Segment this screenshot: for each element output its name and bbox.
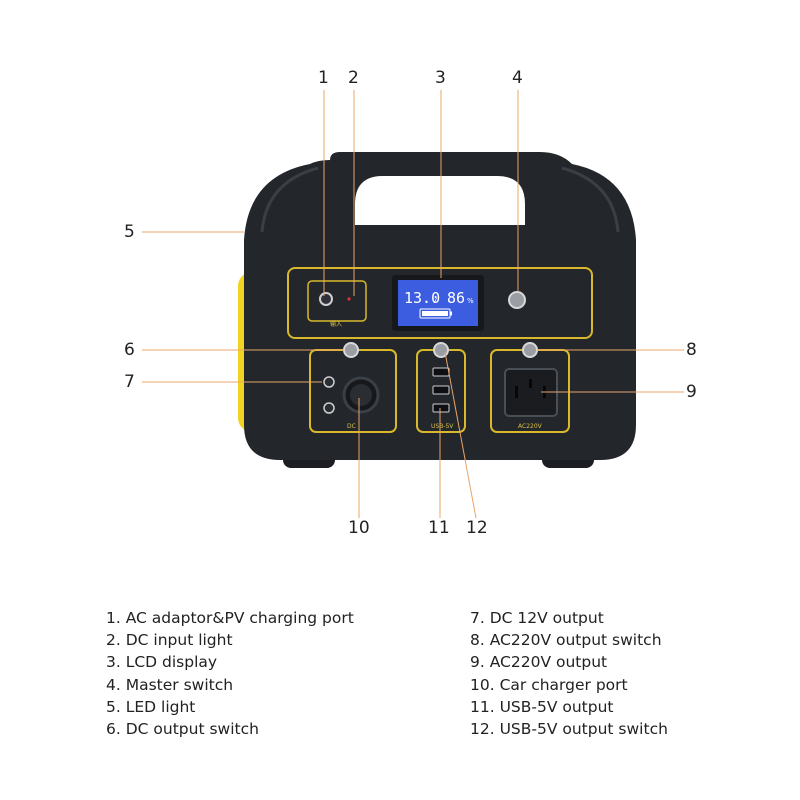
callout-9: 9 bbox=[686, 382, 697, 402]
ac-slot-ground bbox=[529, 379, 532, 388]
dc-input-light-icon bbox=[347, 297, 350, 300]
usb-port-2[interactable] bbox=[433, 386, 449, 394]
callout-1: 1 bbox=[318, 68, 329, 88]
legend-item-6: 6. DC output switch bbox=[106, 718, 354, 740]
legend-item-10: 10. Car charger port bbox=[470, 674, 668, 696]
legend-item-4: 4. Master switch bbox=[106, 674, 354, 696]
callout-3: 3 bbox=[435, 68, 446, 88]
callout-7: 7 bbox=[124, 372, 135, 392]
legend-item-2: 2. DC input light bbox=[106, 629, 354, 651]
lcd-percent-unit: % bbox=[467, 297, 474, 305]
usb-port-1[interactable] bbox=[433, 368, 449, 376]
legend-item-11: 11. USB-5V output bbox=[470, 696, 668, 718]
legend-item-1: 1. AC adaptor&PV charging port bbox=[106, 607, 354, 629]
callout-8: 8 bbox=[686, 340, 697, 360]
callout-2: 2 bbox=[348, 68, 359, 88]
legend-item-8: 8. AC220V output switch bbox=[470, 629, 668, 651]
usb-label: USB-5V bbox=[431, 423, 454, 430]
dc-input-tag: 输入 bbox=[330, 320, 342, 328]
dc-12v-port-top[interactable] bbox=[324, 377, 334, 387]
callout-4: 4 bbox=[512, 68, 523, 88]
lcd-battery-tip bbox=[450, 312, 452, 316]
legend-left: 1. AC adaptor&PV charging port 2. DC inp… bbox=[106, 607, 354, 740]
callout-6: 6 bbox=[124, 340, 135, 360]
legend-item-3: 3. LCD display bbox=[106, 651, 354, 673]
ac-label: AC220V bbox=[518, 423, 543, 430]
dc-label: DC bbox=[347, 423, 356, 430]
legend-item-12: 12. USB-5V output switch bbox=[470, 718, 668, 740]
master-switch-button[interactable] bbox=[509, 292, 525, 308]
car-charger-cap bbox=[350, 384, 372, 406]
dc-output-switch[interactable] bbox=[344, 343, 358, 357]
callout-10: 10 bbox=[348, 518, 370, 538]
usb-port-3[interactable] bbox=[433, 404, 449, 412]
legend-right: 7. DC 12V output 8. AC220V output switch… bbox=[470, 607, 668, 740]
legend-item-7: 7. DC 12V output bbox=[470, 607, 668, 629]
callout-11: 11 bbox=[428, 518, 450, 538]
lcd-battery-fill bbox=[422, 311, 448, 316]
legend-item-9: 9. AC220V output bbox=[470, 651, 668, 673]
callout-12: 12 bbox=[466, 518, 488, 538]
lcd-voltage-unit: V bbox=[432, 297, 437, 305]
ac-slot-left bbox=[515, 386, 518, 398]
legend-item-5: 5. LED light bbox=[106, 696, 354, 718]
lcd-percent: 86 bbox=[447, 289, 465, 307]
callout-5: 5 bbox=[124, 222, 135, 242]
ac-output-switch[interactable] bbox=[523, 343, 537, 357]
charging-port-icon[interactable] bbox=[320, 293, 332, 305]
dc-12v-port-bottom[interactable] bbox=[324, 403, 334, 413]
